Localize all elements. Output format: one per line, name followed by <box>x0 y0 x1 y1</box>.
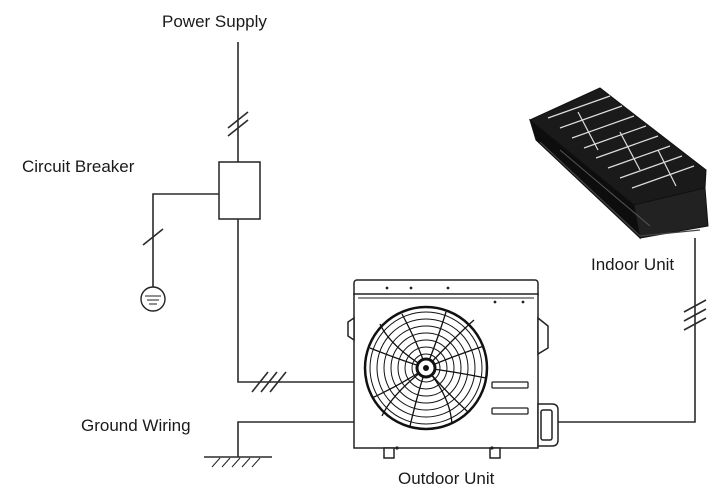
ground-wiring-label: Ground Wiring <box>81 416 191 435</box>
outdoor-to-indoor-line <box>556 238 707 423</box>
power-supply-label: Power Supply <box>162 12 267 31</box>
ground-wiring-line <box>204 421 354 468</box>
indoor-unit-label: Indoor Unit <box>591 255 674 274</box>
outdoor-unit-label: Outdoor Unit <box>398 469 495 488</box>
power-supply-line <box>227 42 249 162</box>
ground-symbol-icon <box>140 286 166 312</box>
indoor-unit <box>529 87 709 240</box>
circuit-breaker-box <box>218 161 261 220</box>
breaker-ground-branch <box>142 193 219 288</box>
circuit-breaker-label: Circuit Breaker <box>22 157 135 176</box>
fan-grille-icon <box>363 305 489 431</box>
breaker-to-outdoor-line <box>237 219 354 393</box>
